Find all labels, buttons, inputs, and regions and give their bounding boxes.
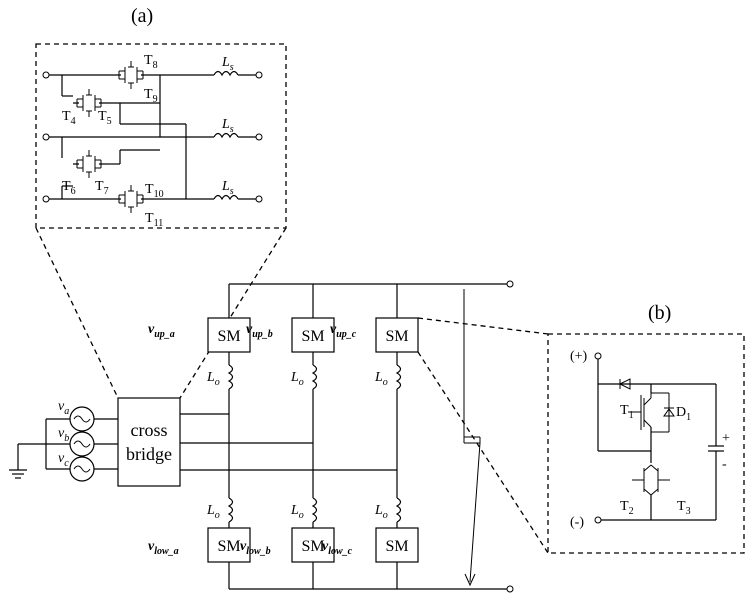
- inductor-label-lo-la: Lo: [206, 503, 220, 521]
- switch-label-t1: T1: [620, 403, 634, 421]
- phase-links: [180, 413, 397, 471]
- sm-label-upper-b: SM: [301, 328, 324, 345]
- dc-buses: [229, 280, 514, 593]
- arm-conductors: [227, 284, 402, 589]
- switch-label-t8: T8: [144, 53, 158, 71]
- sm-label-upper-a: SM: [217, 328, 240, 345]
- inductor-label-lo-uc: Lo: [374, 370, 388, 388]
- sm-label-lower-a: SM: [217, 538, 240, 555]
- sm-upper-a: [207, 317, 251, 353]
- capacitor-minus-sign: -: [722, 457, 727, 472]
- terminal-label-minus: (-): [570, 515, 584, 530]
- sm-lower-c: [375, 527, 419, 563]
- switch-label-t6: T6: [62, 179, 76, 197]
- cross-bridge-label-line1: cross: [131, 420, 168, 440]
- zoom-line-b-bottom: [417, 351, 549, 554]
- switch-label-t9: T9: [144, 87, 158, 105]
- sm-lower-b: [291, 527, 335, 563]
- inductor-label-lo-lc: Lo: [374, 503, 388, 521]
- cross-bridge-label-line2: bridge: [126, 444, 172, 464]
- inset-a-frame: [35, 43, 287, 229]
- panel-label-b: (b): [648, 302, 671, 324]
- arm-voltage-label-low-a: vlow_a: [148, 539, 179, 557]
- switch-label-t10: T10: [145, 182, 164, 200]
- inductor-label-ls-1: Ls: [221, 55, 234, 73]
- switch-label-t7: T7: [95, 179, 109, 197]
- diode-label-d1: D1: [676, 405, 691, 423]
- sm-lower-a: [207, 527, 251, 563]
- sm-label-lower-c: SM: [385, 538, 408, 555]
- sm-upper-b: [291, 317, 335, 353]
- inductor-label-lo-ua: Lo: [206, 370, 220, 388]
- inset-b-frame: [547, 333, 745, 554]
- inset-a-circuit: [42, 60, 263, 214]
- switch-label-t3: T3: [677, 499, 691, 517]
- switch-label-t2: T2: [620, 499, 634, 517]
- ac-sources: [9, 406, 118, 482]
- sm-upper-c: [375, 317, 419, 353]
- arm-voltage-label-up-a: vup_a: [148, 322, 175, 340]
- dc-voltage-arrow: [463, 289, 481, 587]
- source-label-vb: vb: [58, 426, 69, 444]
- source-label-vc: vc: [58, 451, 69, 469]
- panel-label-a: (a): [131, 5, 153, 27]
- sm-label-upper-c: SM: [385, 328, 408, 345]
- inductor-label-lo-ub: Lo: [290, 370, 304, 388]
- inductor-label-ls-3: Ls: [221, 179, 234, 197]
- sm-label-lower-b: SM: [301, 538, 324, 555]
- capacitor-plus-sign: +: [722, 431, 730, 446]
- switch-label-t11: T11: [145, 211, 163, 229]
- zoom-line-a-right: [179, 227, 287, 399]
- switch-label-t4: T4: [62, 109, 76, 127]
- source-label-va: va: [58, 399, 69, 417]
- inset-b-circuit: [594, 352, 724, 524]
- switch-label-t5: T5: [98, 109, 112, 127]
- inductor-label-ls-2: Ls: [221, 117, 234, 135]
- zoom-line-a-left: [35, 227, 119, 399]
- inductor-label-lo-lb: Lo: [290, 503, 304, 521]
- terminal-label-plus: (+): [570, 349, 588, 364]
- cross-bridge-box: [117, 397, 181, 487]
- zoom-line-b-top: [417, 317, 549, 335]
